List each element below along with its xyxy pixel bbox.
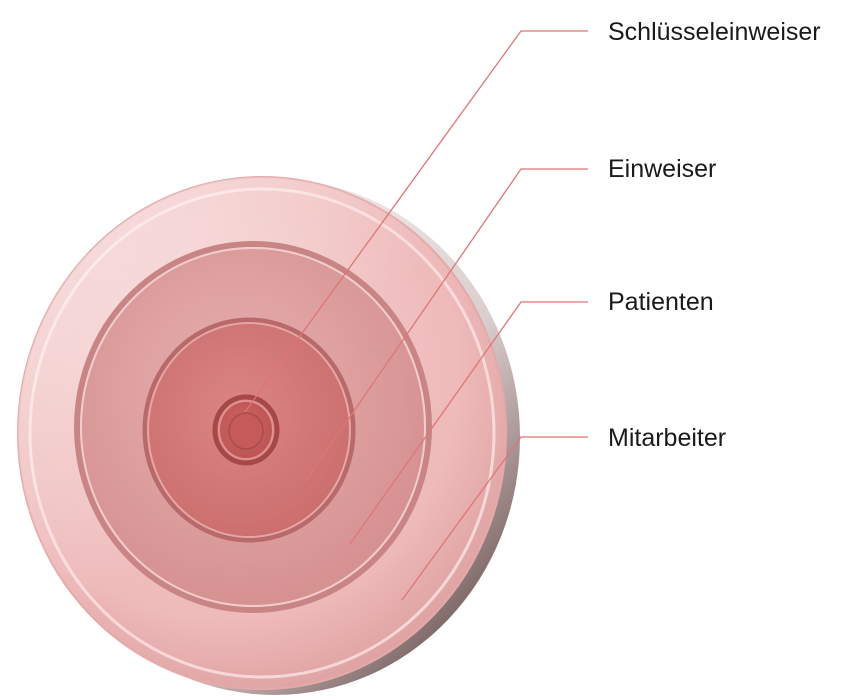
label-mitarbeiter: Mitarbeiter bbox=[608, 424, 726, 452]
label-schluesseleinweiser: Schlüsseleinweiser bbox=[608, 18, 821, 46]
label-einweiser: Einweiser bbox=[608, 155, 716, 183]
label-patienten: Patienten bbox=[608, 288, 714, 316]
ring-core-inner bbox=[229, 413, 263, 449]
